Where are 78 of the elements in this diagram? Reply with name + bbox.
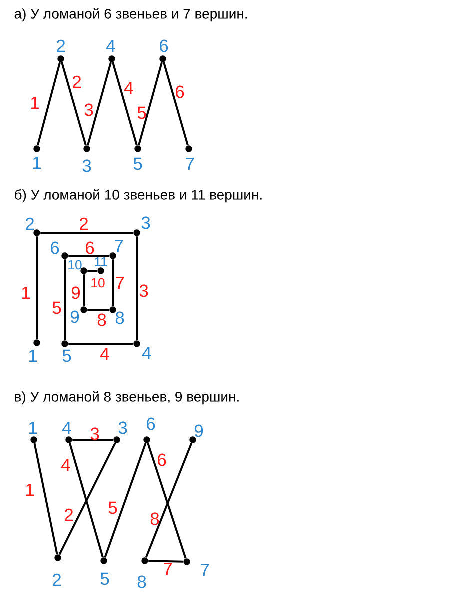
segment-line: [138, 62, 163, 146]
segment-line: [40, 232, 134, 234]
vertex-number: 4: [142, 346, 152, 360]
segment-number: 1: [31, 96, 40, 110]
segment-line: [68, 255, 110, 257]
segment-line: [83, 274, 85, 306]
segment-line: [69, 443, 104, 558]
segment-line: [58, 442, 116, 556]
segment-number: 3: [90, 428, 100, 440]
vertex-number: 5: [134, 158, 142, 170]
segment-line: [136, 236, 138, 340]
vertex-number: 9: [70, 310, 80, 324]
vertex-number: 2: [52, 574, 62, 586]
segment-number: 6: [176, 86, 184, 98]
segment-line: [88, 270, 98, 272]
segment-line: [64, 260, 66, 340]
segment-number: 4: [124, 82, 134, 94]
vertex-number: 6: [147, 418, 156, 430]
segment-number: 8: [98, 314, 106, 326]
segment-number: 2: [80, 218, 88, 230]
vertex-number: 5: [62, 350, 72, 362]
segment-line: [34, 443, 58, 555]
segment-line: [147, 443, 187, 559]
segment-number: 7: [164, 562, 172, 576]
heading: а) У ломаной 6 звеньев и 7 вершин.: [14, 8, 248, 22]
segment-number: 5: [52, 302, 62, 314]
vertex-number: 1: [29, 422, 38, 434]
segment-number: 4: [62, 458, 70, 472]
segment-line: [87, 62, 112, 146]
vertex-number: 6: [51, 242, 60, 254]
vertex-number: 9: [194, 424, 204, 438]
segment-line: [36, 236, 38, 340]
vertex-number: 4: [106, 40, 116, 52]
heading: в) У ломаной 8 звеньев, 9 вершин.: [15, 391, 239, 405]
segment-number: 4: [100, 348, 110, 360]
vertex-number: 7: [115, 240, 124, 252]
vertex-number: 6: [160, 40, 168, 52]
vertex-number: 3: [82, 160, 92, 172]
vertex-number: 2: [56, 40, 66, 52]
segment-line: [163, 62, 189, 146]
segment-number: 6: [86, 242, 94, 254]
vertex-number: 10: [68, 260, 82, 270]
segment-number: 9: [72, 286, 80, 300]
vertex-number: 3: [142, 216, 150, 230]
segment-number: 5: [138, 106, 146, 120]
segment-line: [88, 309, 110, 311]
segment-line: [104, 443, 147, 558]
segment-line: [72, 439, 114, 441]
vertex-number: 2: [26, 218, 34, 230]
segment-number: 6: [158, 454, 166, 466]
vertex-number: 8: [116, 312, 124, 324]
heading: б) У ломаной 10 звеньев и 11 вершин.: [15, 189, 262, 203]
segment-line: [112, 260, 114, 306]
vertex-number: 7: [201, 564, 210, 576]
segment-number: 5: [108, 502, 118, 514]
segment-number: 3: [140, 284, 148, 298]
vertex-number: 5: [100, 572, 110, 586]
vertex-number: 4: [62, 422, 72, 434]
segment-line: [61, 62, 87, 146]
segment-number: 1: [26, 484, 34, 496]
vertex-number: 8: [138, 576, 146, 588]
segment-line: [112, 62, 138, 146]
segment-number: 7: [116, 276, 124, 290]
vertex-number: 1: [33, 156, 42, 170]
segment-number: 3: [84, 104, 94, 116]
vertex-number: 7: [186, 158, 194, 170]
vertex-number: 1: [29, 350, 38, 362]
segment-line: [145, 442, 193, 558]
segment-number: 1: [22, 286, 30, 300]
segment-line: [148, 560, 184, 563]
segment-number: 2: [64, 508, 74, 522]
segment-line: [36, 62, 62, 146]
vertex-number: 11: [95, 257, 108, 267]
segment-number: 10: [92, 278, 105, 288]
segment-number: 2: [72, 76, 82, 88]
segment-number: 8: [150, 512, 160, 526]
segment-line: [68, 343, 134, 345]
vertex-number: 3: [118, 422, 128, 434]
